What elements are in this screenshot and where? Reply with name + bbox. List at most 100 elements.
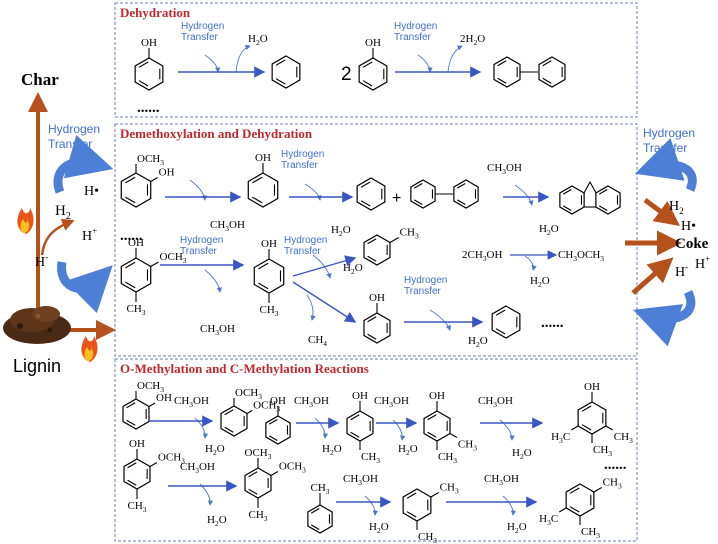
- substituent-label: OH: [261, 238, 277, 250]
- substituent-label: OH: [156, 392, 172, 404]
- h2-left: H2: [55, 203, 71, 222]
- left-hydrogen-species: H2 H• H+ H-: [35, 184, 99, 270]
- substituent-label: CH3: [310, 482, 329, 496]
- double-bond: [542, 77, 552, 84]
- substituent-label: OH: [141, 37, 157, 49]
- substituent-label: CH3: [458, 439, 477, 453]
- biphenyl-ring-c: [410, 179, 436, 209]
- dots-demethoxy: ......: [120, 228, 143, 244]
- dimethyl-reagent: 2CH3OH: [462, 249, 502, 263]
- benzene-ring: [120, 257, 152, 293]
- double-bond: [275, 78, 286, 85]
- hydrogen-word: Hydrogen: [181, 21, 224, 32]
- double-bond: [413, 183, 423, 189]
- biphenyl-ring-b: [538, 56, 566, 88]
- transfer-word: Transfer: [394, 32, 432, 43]
- right-hydrogen-species: H2 H• H- H+: [669, 199, 710, 280]
- water-label-4: H2O: [539, 223, 559, 237]
- double-bond: [427, 431, 437, 438]
- water-label-12: H2O: [207, 514, 227, 528]
- transfer-word: Transfer: [404, 286, 442, 297]
- h2-small-arrow: [40, 218, 75, 256]
- hydrogen-transfer-right: Hydrogen Transfer: [643, 126, 695, 155]
- fluorene-ring-a: [559, 185, 585, 215]
- double-bond: [495, 309, 506, 316]
- coke-arrow-bottom: [631, 257, 674, 295]
- phenol-arrow: [292, 281, 357, 323]
- lignin-image: [3, 306, 71, 344]
- dots-dehydration: ......: [137, 100, 160, 116]
- substituent-bond: [558, 507, 567, 513]
- double-bond: [350, 431, 360, 438]
- dots-demethoxy-2: ......: [541, 315, 564, 331]
- substituent-label: OH: [129, 438, 145, 450]
- benzene-ring: [423, 410, 451, 442]
- benzene-ring: [577, 401, 607, 435]
- water-label-2: 2H2O: [460, 33, 485, 47]
- hdot-left: H•: [84, 184, 99, 199]
- phenol-molecule-3: OH: [247, 152, 279, 208]
- methanol-label-6: CH3OH: [374, 395, 409, 409]
- double-bond: [127, 462, 137, 469]
- double-bond: [310, 508, 320, 514]
- curved-arrow-left-bottom: [57, 261, 113, 313]
- substituent-label: CH3: [400, 227, 419, 241]
- benzene-ring: [538, 56, 566, 88]
- substituent-label: CH3: [614, 431, 633, 445]
- phenol-molecule-4: OH: [363, 292, 391, 344]
- double-bond: [224, 409, 234, 416]
- benzene-molecule-1: [271, 55, 301, 89]
- double-bond: [138, 61, 149, 68]
- double-bond: [495, 328, 506, 335]
- plus-sign: +: [392, 190, 401, 207]
- water-label-11: H2O: [512, 447, 532, 461]
- substituent-bond: [570, 425, 579, 431]
- double-bond: [138, 80, 149, 87]
- h-transfer-curve-3: [304, 183, 322, 201]
- benzene-ring: [265, 415, 291, 445]
- h-transfer-curve-4: [204, 269, 223, 293]
- double-bond: [126, 419, 136, 426]
- benzene-ring: [363, 234, 391, 266]
- double-bond: [310, 524, 320, 530]
- benzene-ring: [123, 458, 151, 490]
- double-bond: [367, 255, 377, 262]
- substituent-label: OCH3: [245, 447, 272, 461]
- hydrogen-word: Hydrogen: [180, 235, 223, 246]
- double-bond: [275, 59, 286, 66]
- double-bond: [497, 77, 507, 84]
- curved-arrow-right-bottom: [633, 289, 696, 347]
- hplus-left: H+: [82, 226, 97, 244]
- water-label-3: H2O: [331, 224, 351, 238]
- benzene-molecule-2: [356, 177, 386, 211]
- substituent-label: OH: [128, 237, 144, 249]
- hminus-right: H-: [675, 262, 688, 280]
- hminus-left: H-: [35, 252, 48, 270]
- dme-label: CH3OCH3: [558, 249, 604, 263]
- transfer-label-right: Transfer: [643, 141, 687, 155]
- water-label-1: H2O: [248, 33, 268, 47]
- methyl-curve-6: [364, 495, 379, 516]
- hplus-right: H+: [695, 254, 710, 272]
- substituent-bond: [389, 237, 399, 243]
- water-label-6: H2O: [530, 275, 550, 289]
- double-bond: [248, 488, 258, 495]
- double-bond: [456, 183, 466, 189]
- double-bond: [367, 333, 377, 340]
- double-bond: [497, 60, 507, 67]
- water-out-curve-2: [447, 45, 463, 73]
- hydrogen-label-right: Hydrogen: [643, 126, 695, 140]
- benzene-ring: [559, 185, 585, 215]
- benzene-ring: [346, 410, 374, 442]
- double-bond: [248, 471, 258, 478]
- water-label-8: H2O: [205, 443, 225, 457]
- substituent-label: OCH3: [137, 380, 164, 394]
- substituent-label: CH3: [259, 304, 278, 318]
- double-bond: [413, 199, 423, 205]
